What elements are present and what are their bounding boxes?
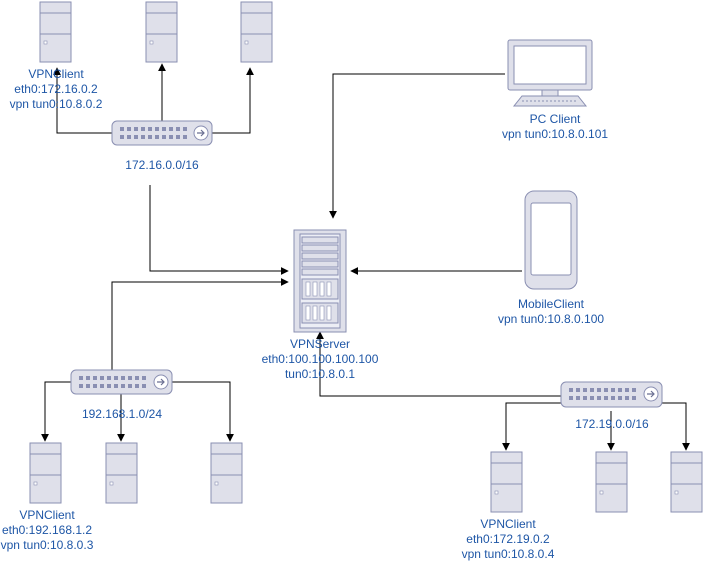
client-eth: eth0:192.168.1.2	[1, 523, 93, 537]
subnet-label-n1: 172.16.0.0/16	[125, 158, 199, 172]
tower-server-icon	[29, 442, 62, 504]
client-name: VPNClient	[480, 517, 536, 531]
network-switch-icon	[70, 369, 173, 395]
server-eth: eth0:100.100.100.100	[261, 352, 379, 366]
client-vpn: vpn tun0:10.8.0.4	[461, 547, 555, 561]
client-eth: eth0:172.19.0.2	[466, 532, 550, 546]
smartphone-icon	[524, 190, 578, 290]
vpn-client-label-n1: VPNClient eth0:172.16.0.2 vpn tun0:10.8.…	[0, 67, 112, 112]
connector-lines	[41, 63, 690, 451]
tower-server-icon	[490, 451, 523, 513]
network-switch-icon	[111, 120, 213, 146]
server-tun: tun0:10.8.0.1	[284, 367, 356, 381]
pc-client-vpn: vpn tun0:10.8.0.101	[501, 127, 609, 141]
desktop-monitor-icon	[507, 39, 593, 107]
connector-n2-host1	[41, 381, 71, 442]
client-vpn: vpn tun0:10.8.0.3	[0, 538, 94, 552]
client-vpn: vpn tun0:10.8.0.2	[9, 97, 103, 111]
tower-server-icon	[670, 451, 703, 513]
vpn-server-label: VPNServer eth0:100.100.100.100 tun0:10.8…	[244, 337, 396, 382]
mobile-client-name: MobileClient	[517, 297, 585, 311]
pc-client-label: PC Client vpn tun0:10.8.0.101	[480, 112, 630, 142]
connector-n1-host1	[53, 67, 112, 134]
connector-n1-host3	[212, 67, 254, 134]
subnet-label-n3: 172.19.0.0/16	[575, 417, 649, 431]
tower-server-icon	[105, 442, 138, 504]
vpn-client-label-n2: VPNClient eth0:192.168.1.2 vpn tun0:10.8…	[0, 508, 94, 553]
connector-n1-server	[149, 185, 289, 275]
client-name: VPNClient	[19, 508, 75, 522]
server-name: VPNServer	[289, 337, 351, 351]
tower-server-icon	[39, 1, 72, 63]
connector-pc-server	[329, 73, 505, 219]
vpn-client-label-n3: VPNClient eth0:172.19.0.2 vpn tun0:10.8.…	[452, 517, 564, 562]
client-name: VPNClient	[28, 67, 84, 81]
connector-n2-server	[111, 278, 289, 372]
connector-n3-host3	[661, 402, 690, 451]
subnet-label-n2: 192.168.1.0/24	[81, 407, 163, 421]
connector-n2-host3	[172, 381, 234, 442]
tower-server-icon	[210, 442, 243, 504]
mobile-client-vpn: vpn tun0:10.8.0.100	[497, 312, 605, 326]
tower-server-icon	[240, 1, 273, 63]
connector-n3-host1	[502, 402, 562, 451]
client-eth: eth0:172.16.0.2	[14, 82, 98, 96]
network-switch-icon	[560, 381, 663, 408]
tower-server-icon	[595, 451, 628, 513]
rack-server-icon	[293, 229, 347, 333]
mobile-client-label: MobileClient vpn tun0:10.8.0.100	[476, 297, 626, 327]
connector-n3-server	[316, 331, 570, 397]
tower-server-icon	[145, 1, 178, 63]
pc-client-name: PC Client	[529, 112, 581, 126]
